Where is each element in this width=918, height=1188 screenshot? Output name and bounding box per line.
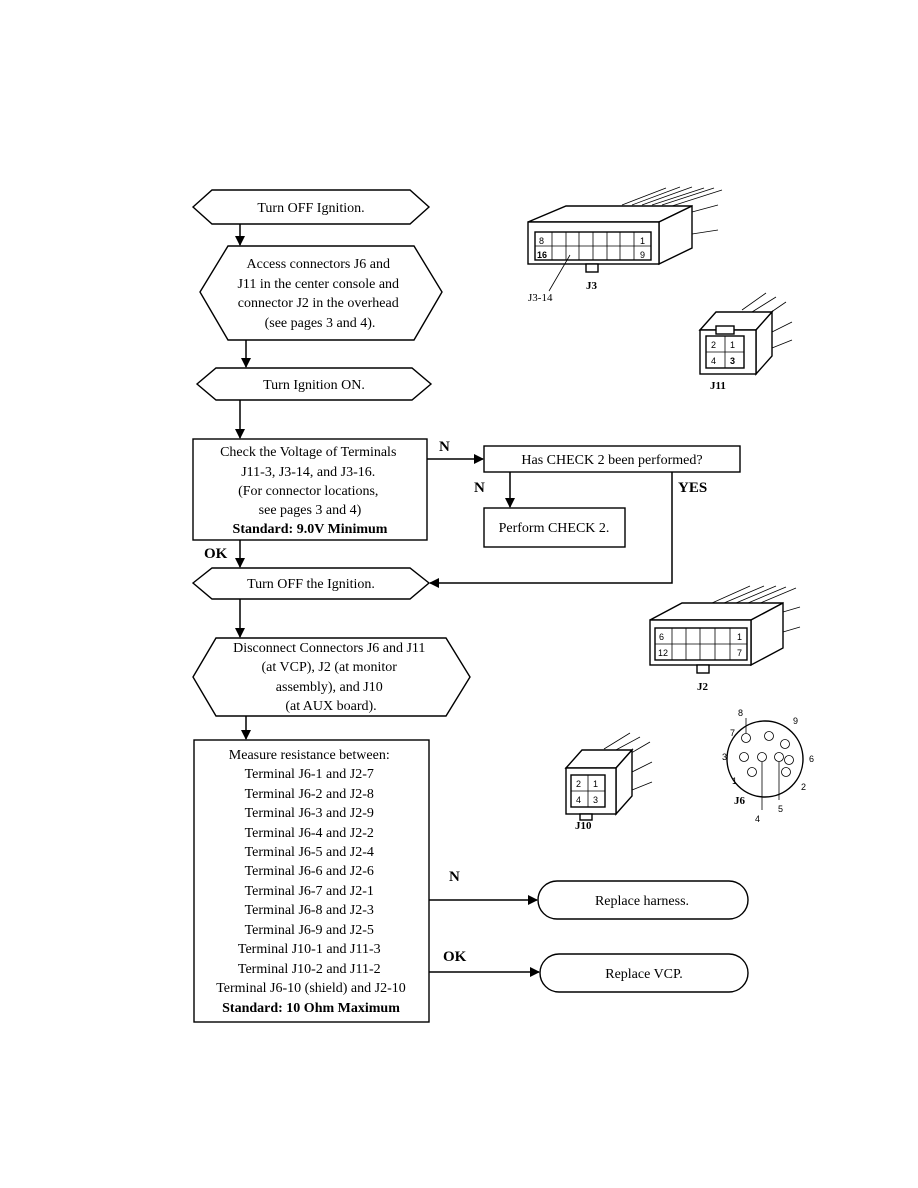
disconnect-connectors-text: Disconnect Connectors J6 and J11 (at VCP… [233, 641, 429, 714]
has-check2-step: Has CHECK 2 been performed? [483, 445, 741, 473]
check-voltage-standard: Standard: 9.0V Minimum [233, 522, 388, 537]
turn-off-ignition-step: Turn OFF Ignition. [191, 189, 431, 225]
j6-pin-9: 9 [793, 716, 798, 726]
label-n-check2: N [474, 480, 485, 496]
perform-check2-text: Perform CHECK 2. [499, 521, 610, 536]
label-ok-voltage: OK [204, 546, 228, 562]
j11-pin-3: 3 [730, 356, 735, 366]
measure-resistance-standard: Standard: 10 Ohm Maximum [222, 1001, 400, 1016]
j6-pin-7: 7 [730, 728, 735, 738]
j6-pin-3: 3 [722, 752, 727, 762]
j2-name: J2 [697, 681, 709, 693]
turn-ignition-on-text: Turn Ignition ON. [263, 378, 365, 393]
j11-name: J11 [710, 380, 726, 392]
j11-pin-2: 2 [711, 340, 716, 350]
connector-j10-illustration: 2 1 4 3 J10 [564, 732, 653, 832]
j10-pin-1: 1 [593, 779, 598, 789]
connector-j2-illustration: 6 1 12 7 J2 [649, 585, 801, 693]
turn-off-the-ignition-step: Turn OFF the Ignition. [191, 567, 431, 600]
replace-harness-text: Replace harness. [595, 894, 689, 909]
j3-pin-1: 1 [640, 236, 645, 246]
j6-pin-5: 5 [778, 804, 783, 814]
label-n-voltage: N [439, 439, 450, 455]
j2-pin-12: 12 [658, 648, 668, 658]
flowchart: Turn OFF Ignition. Access connectors J6 … [191, 189, 749, 1023]
j6-pin-2: 2 [801, 782, 806, 792]
j6-pin-8: 8 [738, 708, 743, 718]
perform-check2-step: Perform CHECK 2. [483, 507, 626, 548]
j2-pin-7: 7 [737, 648, 742, 658]
arrow-yes-to-turn-off [429, 472, 673, 588]
j3-pin-9: 9 [640, 250, 645, 260]
j11-pin-1: 1 [730, 340, 735, 350]
has-check2-text: Has CHECK 2 been performed? [521, 453, 702, 468]
j6-pin-1: 1 [732, 776, 737, 786]
connector-j11-illustration: 2 1 4 3 J11 [698, 292, 793, 392]
measure-resistance-text: Measure resistance between: Terminal J6-… [216, 748, 406, 996]
j11-pin-4: 4 [711, 356, 716, 366]
label-yes-check2: YES [678, 480, 707, 496]
j3-pin-16: 16 [537, 250, 547, 260]
disconnect-connectors-step: Disconnect Connectors J6 and J11 (at VCP… [192, 637, 471, 717]
access-connectors-text: Access connectors J6 and J11 in the cent… [237, 257, 402, 331]
connector-j3-illustration: 8 1 16 9 J3 J3-14 [527, 186, 723, 304]
label-ok-measure: OK [443, 949, 467, 965]
replace-vcp-text: Replace VCP. [605, 967, 683, 982]
j10-name: J10 [575, 820, 592, 832]
j3-callout: J3-14 [528, 292, 553, 304]
measure-resistance-step: Measure resistance between: Terminal J6-… [193, 739, 430, 1023]
turn-off-ignition-text: Turn OFF Ignition. [257, 201, 364, 216]
check-voltage-text: Check the Voltage of Terminals J11-3, J3… [220, 445, 400, 518]
j6-pin-6: 6 [809, 754, 814, 764]
j10-pin-2: 2 [576, 779, 581, 789]
label-n-measure: N [449, 869, 460, 885]
turn-off-the-ignition-text: Turn OFF the Ignition. [247, 577, 375, 592]
access-connectors-step: Access connectors J6 and J11 in the cent… [199, 245, 443, 341]
branch-labels: N N YES OK N OK [204, 439, 707, 965]
connector-j6-illustration: 8 9 7 3 6 1 2 4 5 J6 [722, 708, 814, 824]
flow-arrows [235, 224, 673, 977]
j10-pin-4: 4 [576, 795, 581, 805]
j6-name: J6 [734, 795, 746, 807]
check-voltage-step: Check the Voltage of Terminals J11-3, J3… [192, 438, 428, 541]
turn-ignition-on-step: Turn Ignition ON. [195, 367, 433, 401]
j10-pin-3: 3 [593, 795, 598, 805]
replace-harness-step: Replace harness. [537, 880, 749, 920]
j2-pin-6: 6 [659, 632, 664, 642]
j3-name: J3 [586, 280, 598, 292]
j3-pin-8: 8 [539, 236, 544, 246]
j6-pin-4: 4 [755, 814, 760, 824]
j2-pin-1: 1 [737, 632, 742, 642]
replace-vcp-step: Replace VCP. [539, 953, 749, 993]
